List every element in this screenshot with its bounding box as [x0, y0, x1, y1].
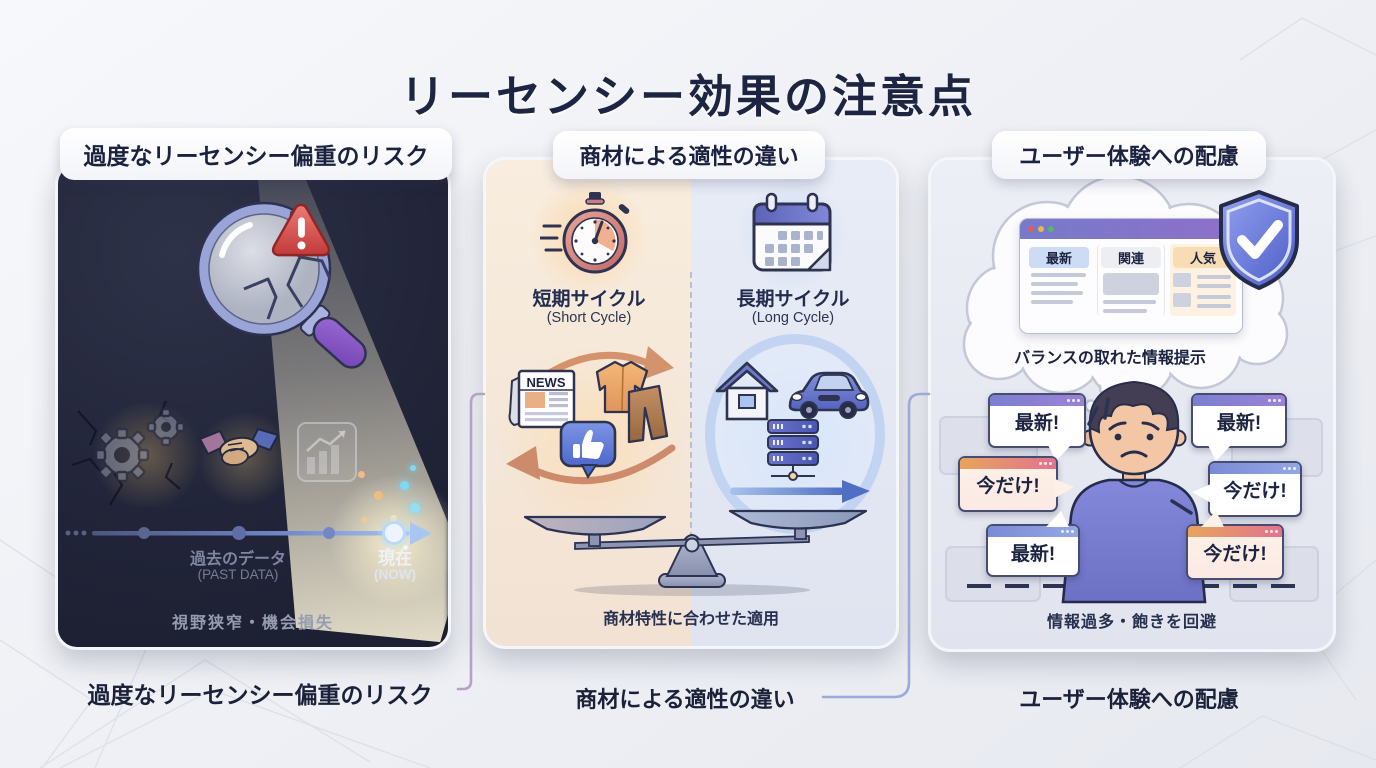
balance-scale: [523, 509, 868, 596]
bubble-titlebar: [1188, 526, 1282, 537]
news-masthead: NEWS: [527, 375, 566, 390]
bubble-text: 今だけ!: [1223, 481, 1287, 502]
handshake-icon: [198, 427, 280, 466]
ux-caption: ユーザー体験への配慮: [1019, 687, 1239, 712]
bubble-titlebar: [960, 458, 1056, 469]
product-caption: 商材による適性の違い: [575, 687, 795, 712]
long-cycle-arrow: [730, 480, 870, 503]
titlebar-dots-icon: [1283, 467, 1286, 470]
titlebar-dots-icon: [1061, 530, 1064, 533]
titlebar-dots-icon: [1067, 399, 1070, 402]
gear-halo: [82, 403, 212, 508]
panel-recency-risk: 過去のデータ (PAST DATA) 現在 (NOW) 視野狭窄・機会損失: [55, 162, 451, 650]
product-header-text: 商材による適性の違い: [579, 144, 799, 169]
broken-gears-icon: [71, 400, 186, 506]
notification-bubble: 今だけ!: [1192, 461, 1302, 517]
panel-product-suitability: 短期サイクル (Short Cycle) 長期サイクル (Long Cycle)…: [483, 157, 899, 649]
server-icon: [767, 419, 819, 481]
warning-triangle-icon: [271, 203, 331, 257]
ux-footer-text: 情報過多・飽きを回避: [1046, 614, 1217, 631]
product-header-pill: 商材による適性の違い: [553, 131, 825, 179]
titlebar-dots-icon: [1265, 530, 1268, 533]
risk-header-text: 過度なリーセンシー偏重のリスク: [83, 143, 429, 169]
notification-bubble: 今だけ!: [958, 456, 1074, 512]
bubble-text: 最新!: [1014, 413, 1060, 434]
newspaper-icon: NEWS: [508, 369, 576, 429]
risk-header-pill: 過度なリーセンシー偏重のリスク: [60, 128, 452, 180]
bar-chart-icon: [297, 422, 357, 482]
tab-related: 関連: [1101, 247, 1161, 268]
ux-header-text: ユーザー体験への配慮: [1019, 144, 1239, 169]
calendar-icon: [752, 192, 832, 272]
notification-bubble: 最新!: [986, 511, 1080, 577]
timeline: [65, 517, 432, 549]
connector-risk: [456, 392, 486, 691]
bubble-titlebar: [1210, 463, 1300, 474]
bubble-text: 最新!: [1216, 413, 1262, 434]
titlebar-dots-icon: [1268, 399, 1271, 402]
bubble-text: 今だけ!: [976, 476, 1040, 497]
product-footer-text: 商材特性に合わせた適用: [602, 611, 779, 628]
bubble-titlebar: [1193, 395, 1285, 406]
column-latest: 最新: [1026, 244, 1092, 316]
panel-user-experience: 最新 関連 人気: [928, 157, 1336, 652]
browser-titlebar: [1020, 219, 1242, 239]
bubble-text: 最新!: [1010, 544, 1056, 565]
shield-check-icon: [1219, 190, 1299, 290]
thumbs-up-icon: [559, 420, 617, 479]
risk-caption: 過度なリーセンシー偏重のリスク: [87, 682, 433, 708]
tab-popular: 人気: [1173, 247, 1233, 268]
traffic-dot-yellow: [1038, 226, 1044, 232]
tab-latest: 最新: [1029, 247, 1089, 268]
risk-footer-text: 視野狭窄・機会損失: [171, 615, 334, 632]
car-icon: [788, 371, 870, 419]
traffic-dot-red: [1028, 226, 1034, 232]
browser-window: 最新 関連 人気: [1019, 218, 1243, 334]
timeline-now-sub: (NOW): [374, 567, 416, 582]
notification-bubble: 今だけ!: [1186, 511, 1284, 580]
notification-bubble: 最新!: [1191, 393, 1287, 461]
stress-marks-left: [1087, 397, 1110, 426]
clothing-icon: [595, 360, 669, 444]
half-divider: [690, 272, 692, 578]
overwhelmed-person: [1061, 380, 1207, 604]
long-cycle-sub: (Long Cycle): [751, 310, 835, 326]
bubble-titlebar: [988, 526, 1078, 537]
column-related: 関連: [1097, 244, 1165, 316]
bubble-titlebar: [990, 395, 1084, 406]
connector-product: [821, 392, 931, 699]
short-cycle-label: 短期サイクル: [532, 289, 646, 310]
short-cycle-sub: (Short Cycle): [546, 310, 632, 326]
ux-header-pill: ユーザー体験への配慮: [992, 131, 1266, 179]
timeline-now-label: 現在: [378, 549, 412, 568]
cloud-caption-text: バランスの取れた情報提示: [1014, 350, 1206, 367]
stress-marks-right: [1170, 499, 1193, 515]
timeline-past-sub: (PAST DATA): [197, 567, 279, 582]
timeline-past-label: 過去のデータ: [189, 551, 286, 568]
traffic-dot-green: [1048, 226, 1054, 232]
bubble-text: 今だけ!: [1203, 544, 1267, 565]
stopwatch-icon: [540, 192, 630, 274]
spotlight-glow: [320, 465, 448, 615]
titlebar-dots-icon: [1039, 462, 1042, 465]
long-cycle-label: 長期サイクル: [736, 289, 850, 310]
house-icon: [715, 361, 779, 421]
page-title: リーセンシー効果の注意点: [399, 70, 976, 124]
